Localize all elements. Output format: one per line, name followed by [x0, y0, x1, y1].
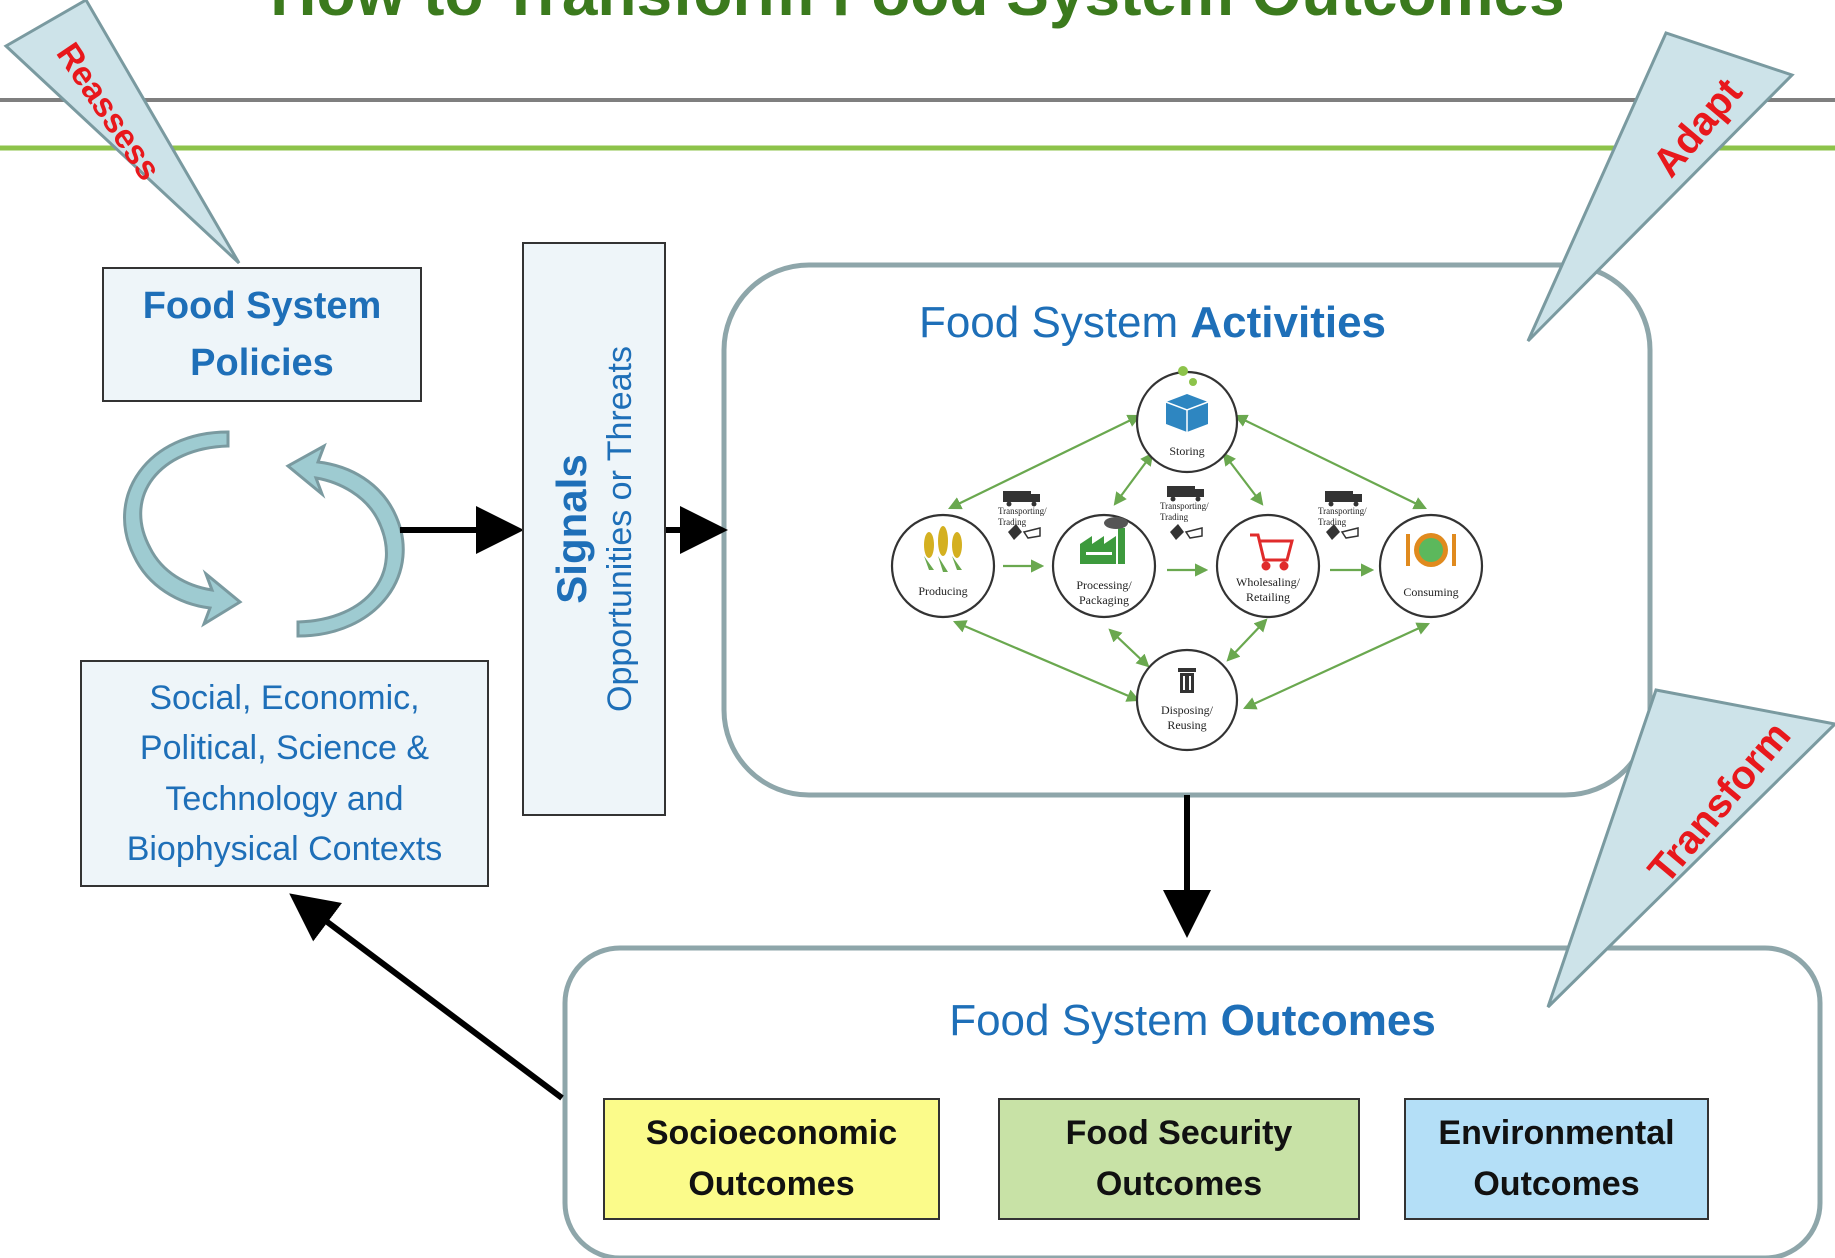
outcomes-title: Food System Outcomes — [570, 996, 1815, 1046]
wholesaling-label-line1: Wholesaling/ — [1236, 575, 1300, 589]
policies-line1: Food System — [142, 284, 382, 327]
reassess-callout — [3, 0, 241, 265]
signals-box — [522, 242, 666, 816]
factory-icon — [1080, 517, 1128, 564]
environmental-outcomes-box: Environmental Outcomes — [1404, 1098, 1709, 1220]
trash-bin-icon — [1178, 668, 1196, 693]
producing-corn-icon — [924, 526, 962, 572]
transport-label-2-line1: Transporting/ — [1160, 501, 1209, 511]
storing-box-icon — [1165, 366, 1209, 432]
shopping-cart-icon — [1250, 533, 1294, 571]
activities-title-bold: Activities — [1190, 298, 1387, 347]
transform-callout — [1546, 688, 1835, 1009]
transport-label-2-line2: Trading — [1160, 511, 1189, 522]
transport-label-3-line1: Transporting/ — [1318, 506, 1367, 516]
cycle-arrows-icon — [123, 430, 405, 638]
outcomes-to-contexts-arrow — [289, 893, 564, 1101]
consuming-label: Consuming — [1403, 585, 1459, 599]
signals-text: Signals Opportunities or Threats — [534, 229, 654, 829]
truck-icon — [1325, 491, 1362, 507]
signals-subtitle: Opportunities or Threats — [601, 346, 640, 712]
handshake-icon — [1326, 524, 1359, 540]
transport-label-3-line2: Trading — [1318, 516, 1347, 527]
plate-cutlery-icon — [1406, 533, 1456, 567]
outcomes-title-prefix: Food System — [949, 996, 1221, 1045]
node-processing — [1051, 513, 1157, 619]
node-disposing — [1135, 648, 1239, 752]
producing-label: Producing — [918, 584, 968, 598]
handshake-icon — [1170, 524, 1203, 540]
truck-icon — [1167, 486, 1204, 502]
wholesaling-label-line2: Retailing — [1245, 590, 1290, 604]
contexts-text: Social, Economic, Political, Science & T… — [126, 678, 443, 868]
signals-title: Signals — [547, 454, 595, 604]
food-security-line1: Food Security — [1065, 1114, 1293, 1152]
transport-label-3: Transporting/ Trading — [1318, 506, 1367, 528]
activities-title: Food System Activities — [730, 298, 1575, 348]
socioeconomic-outcomes-box: Socioeconomic Outcomes — [603, 1098, 940, 1220]
truck-icon — [1003, 491, 1040, 507]
wholesaling-label: Wholesaling/ Retailing — [1236, 575, 1300, 605]
transport-label-1: Transporting/ Trading — [998, 506, 1047, 528]
activities-title-prefix: Food System — [918, 298, 1191, 347]
environmental-line2: Outcomes — [1473, 1165, 1640, 1203]
food-security-line2: Outcomes — [1095, 1165, 1263, 1203]
transport-label-1-line1: Transporting/ — [998, 506, 1047, 516]
disposing-label-line1: Disposing/ — [1160, 703, 1214, 717]
disposing-label: Disposing/ Reusing — [1161, 703, 1213, 733]
socioeconomic-line2: Outcomes — [688, 1165, 855, 1203]
outcomes-title-bold: Outcomes — [1220, 996, 1436, 1045]
policies-box: Food System Policies — [102, 267, 422, 402]
transport-label-1-line2: Trading — [998, 516, 1027, 527]
processing-label-line2: Packaging — [1079, 593, 1129, 607]
page-title: How to Transform Food System Outcomes — [0, 0, 1835, 30]
disposing-label-line2: Reusing — [1167, 718, 1207, 732]
socioeconomic-line1: Socioeconomic — [645, 1114, 898, 1152]
processing-label-line1: Processing/ — [1076, 578, 1132, 592]
processing-label: Processing/ Packaging — [1076, 578, 1131, 608]
handshake-icon — [1008, 524, 1041, 540]
activity-network-edges — [948, 414, 1430, 710]
transport-label-2: Transporting/ Trading — [1160, 501, 1209, 523]
contexts-box: Social, Economic, Political, Science & T… — [80, 660, 489, 887]
food-security-outcomes-box: Food Security Outcomes — [998, 1098, 1360, 1220]
adapt-callout — [1526, 31, 1795, 343]
policies-line2: Policies — [190, 341, 334, 384]
environmental-line1: Environmental — [1438, 1114, 1675, 1152]
storing-label: Storing — [1169, 444, 1205, 458]
